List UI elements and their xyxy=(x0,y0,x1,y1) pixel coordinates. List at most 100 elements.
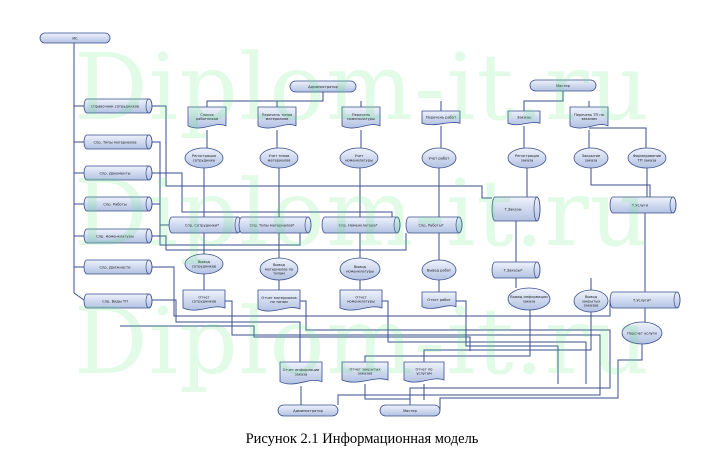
node-db-orders2: Т.Заказы* xyxy=(491,261,541,279)
connector-line xyxy=(152,203,301,246)
node-shape xyxy=(529,79,597,92)
connector-line xyxy=(590,168,651,197)
connector-layer xyxy=(73,43,651,410)
node-label: ИС xyxy=(72,36,78,40)
connector-line xyxy=(152,233,407,251)
node-shape xyxy=(341,361,389,383)
cylinder-cap xyxy=(304,216,312,234)
node-ref-tp-types: Спр. Виды ТП xyxy=(83,293,153,309)
node-label: Подсчет услуги xyxy=(627,331,657,335)
node-db-works: Спр. Работы* xyxy=(405,216,463,234)
node-label: Спр. Сотрудники* xyxy=(185,223,219,227)
node-shape xyxy=(341,106,381,129)
node-ref-nomenclature: Спр. Номенклатуры xyxy=(83,228,153,244)
node-ref-works: Спр. Работы xyxy=(83,196,153,212)
cylinder-cap xyxy=(145,259,153,275)
node-doc-work-report: Отчет работ xyxy=(421,291,457,309)
node-shape xyxy=(182,289,226,311)
node-db-tp2: Т.Услуги* xyxy=(609,291,681,309)
cylinder-cap xyxy=(145,196,153,212)
node-shape xyxy=(339,257,381,281)
node-shape xyxy=(187,106,227,129)
node-shape xyxy=(259,257,299,281)
node-label: Спр. Номенклатуры xyxy=(96,234,134,238)
connector-line xyxy=(152,141,169,226)
node-administrator-2: Администратор xyxy=(277,404,339,417)
node-label: Администратор xyxy=(293,409,324,413)
node-shape xyxy=(259,147,299,169)
node-label: Спр. Документы xyxy=(100,171,131,175)
connector-line xyxy=(152,172,393,225)
node-label: Спр. Должности xyxy=(100,265,132,269)
node-label: Спр. Работы xyxy=(103,202,126,206)
node-shape xyxy=(277,404,339,417)
connector-line xyxy=(206,92,324,107)
node-label: Т.Услуги* xyxy=(632,298,651,302)
cylinder-cap xyxy=(533,261,541,279)
node-db-employees: Спр. Сотрудники* xyxy=(168,216,242,234)
connector-line xyxy=(382,300,587,384)
connector-line xyxy=(423,312,592,362)
node-label: Спр. Работы* xyxy=(419,223,444,227)
node-label: Т.Услуги xyxy=(631,203,649,207)
connector-line xyxy=(120,325,471,351)
node-shape xyxy=(289,80,357,93)
connector-line xyxy=(589,127,647,148)
connector-line xyxy=(300,300,611,405)
node-label: Спр. Виды ТП xyxy=(102,299,128,303)
node-label: Перечень работ xyxy=(426,116,456,120)
node-ref-employees: Справочник сотрудников xyxy=(83,98,153,114)
cylinder-cap xyxy=(145,98,153,114)
cylinder-cap xyxy=(673,291,681,309)
connector-line xyxy=(225,300,601,405)
node-db-materials: Спр. Типы материалов* xyxy=(238,216,312,234)
cylinder-cap xyxy=(669,196,677,214)
node-shape xyxy=(507,287,551,311)
cylinder-cap xyxy=(145,165,153,181)
node-shape xyxy=(257,106,297,129)
node-ref-positions: Спр. Должности xyxy=(83,259,153,275)
node-root: ИС xyxy=(39,32,111,44)
connector-line xyxy=(456,300,559,384)
connector-line xyxy=(152,266,611,317)
node-doc-works-list: Перечень работ xyxy=(421,110,461,126)
node-proc-tp-count: Подсчет услуги xyxy=(621,321,663,345)
connector-line xyxy=(523,91,564,111)
node-master: Мастер xyxy=(529,79,597,92)
node-administrator: Администратор xyxy=(289,80,357,93)
node-shape xyxy=(257,289,301,312)
node-label: Заказы xyxy=(517,116,531,120)
node-doc-orders: Заказы xyxy=(507,110,541,126)
node-shape xyxy=(339,147,379,169)
cylinder-cap xyxy=(455,216,463,234)
node-shape xyxy=(627,147,667,169)
node-shape xyxy=(421,110,461,126)
